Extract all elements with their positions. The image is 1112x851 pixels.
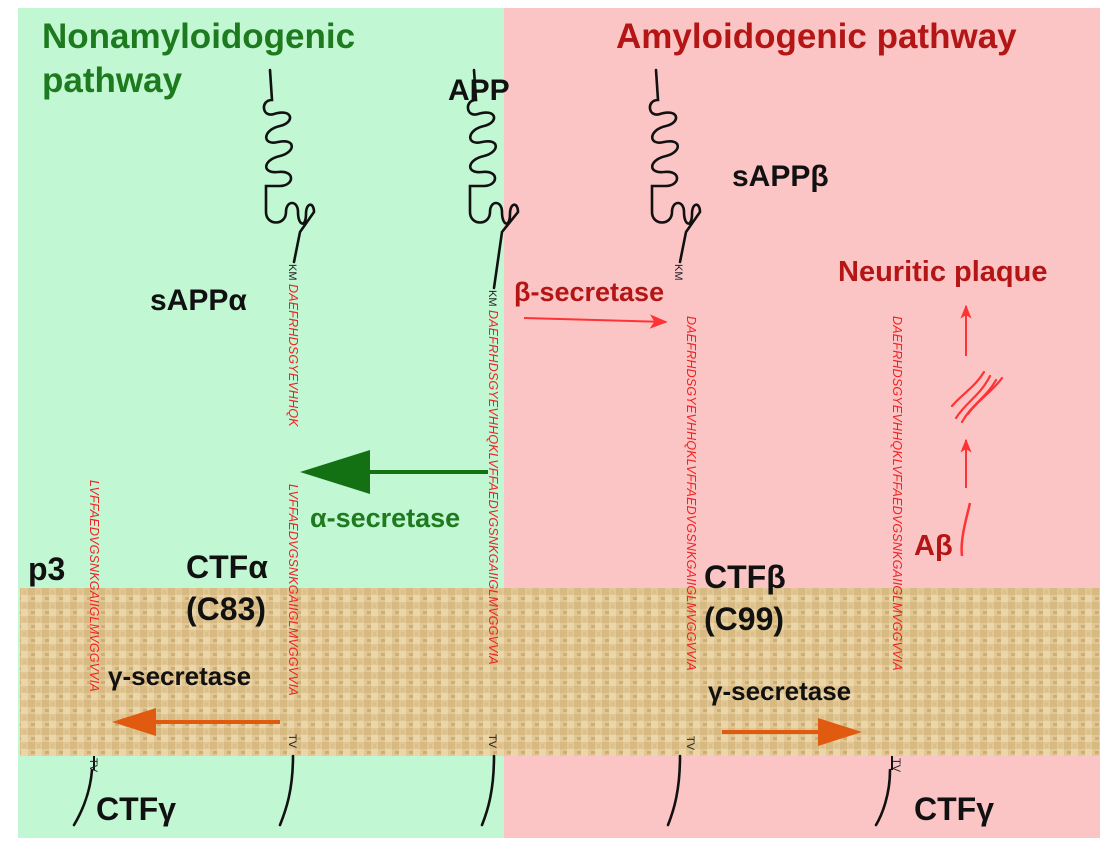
sapp-alpha-label: sAPPα bbox=[150, 284, 247, 317]
gamma-secretase-left-arrow-icon bbox=[112, 708, 280, 736]
amyloid-title: Amyloidogenic pathway bbox=[616, 17, 1017, 56]
gamma-secretase-left-label: γ-secretase bbox=[108, 661, 251, 691]
sapp-alpha-sequence: DAEFRHDSGYEVHHQK bbox=[286, 284, 300, 427]
nonamyloid-title-line1: Nonamyloidogenic bbox=[42, 17, 355, 56]
app-label: APP bbox=[448, 74, 510, 107]
sapp-beta-coil-icon bbox=[648, 68, 702, 264]
ctf-alpha-tail-icon bbox=[278, 754, 295, 827]
sapp-beta-km: KM bbox=[672, 264, 684, 281]
p3-sequence: LVFFAEDVGSNKGAIIGLMVGGVVIA bbox=[87, 480, 101, 692]
sapp-beta-label: sAPPβ bbox=[732, 160, 829, 193]
beta-secretase-arrow-icon bbox=[523, 314, 668, 329]
beta-secretase-label: β-secretase bbox=[514, 277, 664, 307]
alpha-secretase-label: α-secretase bbox=[310, 503, 460, 533]
alpha-secretase-arrow-icon bbox=[300, 450, 488, 494]
ctf-gamma-left-tail-icon bbox=[72, 768, 94, 827]
sapp-alpha-coil-icon bbox=[262, 68, 316, 264]
ctf-beta-tail-icon bbox=[666, 754, 682, 827]
c83-label: (C83) bbox=[186, 591, 266, 627]
ctf-beta-sequence: DAEFRHDSGYEVHHQKLVFFAEDVGSNKGAIIGLMVGGVV… bbox=[684, 316, 698, 671]
app-sequence: DAEFRHDSGYEVHHQKLVFFAEDVGSNKGAIIGLMVGGVV… bbox=[486, 310, 500, 665]
app-km: KM bbox=[486, 290, 498, 307]
abeta-monomer-icon bbox=[960, 502, 972, 557]
ctf-alpha-label: CTFα bbox=[186, 549, 268, 585]
app-coil-icon bbox=[466, 68, 520, 290]
app-tail-icon bbox=[480, 754, 496, 827]
fibril-cluster-icon bbox=[950, 370, 1004, 424]
p3-tv: TV bbox=[87, 758, 99, 773]
ctf-alpha-tv: TV bbox=[286, 734, 298, 749]
abeta-label: Aβ bbox=[914, 530, 953, 562]
neuritic-plaque-label: Neuritic plaque bbox=[838, 256, 1048, 288]
ctf-gamma-left-label: CTFγ bbox=[96, 791, 176, 827]
gamma-secretase-right-label: γ-secretase bbox=[708, 676, 851, 706]
app-tv: TV bbox=[486, 734, 498, 749]
p3-label: p3 bbox=[28, 551, 65, 587]
c99-label: (C99) bbox=[704, 601, 784, 637]
ctf-gamma-right-label: CTFγ bbox=[914, 791, 994, 827]
gamma-secretase-right-arrow-icon bbox=[722, 718, 862, 746]
ctf-beta-tv: TV bbox=[684, 736, 696, 751]
ctf-gamma-right-tail-icon bbox=[874, 768, 892, 827]
nonamyloid-title-line2: pathway bbox=[42, 61, 183, 100]
ctf-alpha-sequence: LVFFAEDVGSNKGAIIGLMVGGVVIA bbox=[286, 484, 300, 696]
ctf-beta-label: CTFβ bbox=[704, 559, 786, 595]
abeta-sequence: DAEFRHDSGYEVHHQKLVFFAEDVGSNKGAIIGLMVGGVV… bbox=[890, 316, 904, 671]
cell-membrane bbox=[20, 588, 1100, 756]
ctf-gamma-right-tv: TV bbox=[890, 758, 902, 773]
sapp-alpha-km: KM bbox=[286, 264, 298, 281]
